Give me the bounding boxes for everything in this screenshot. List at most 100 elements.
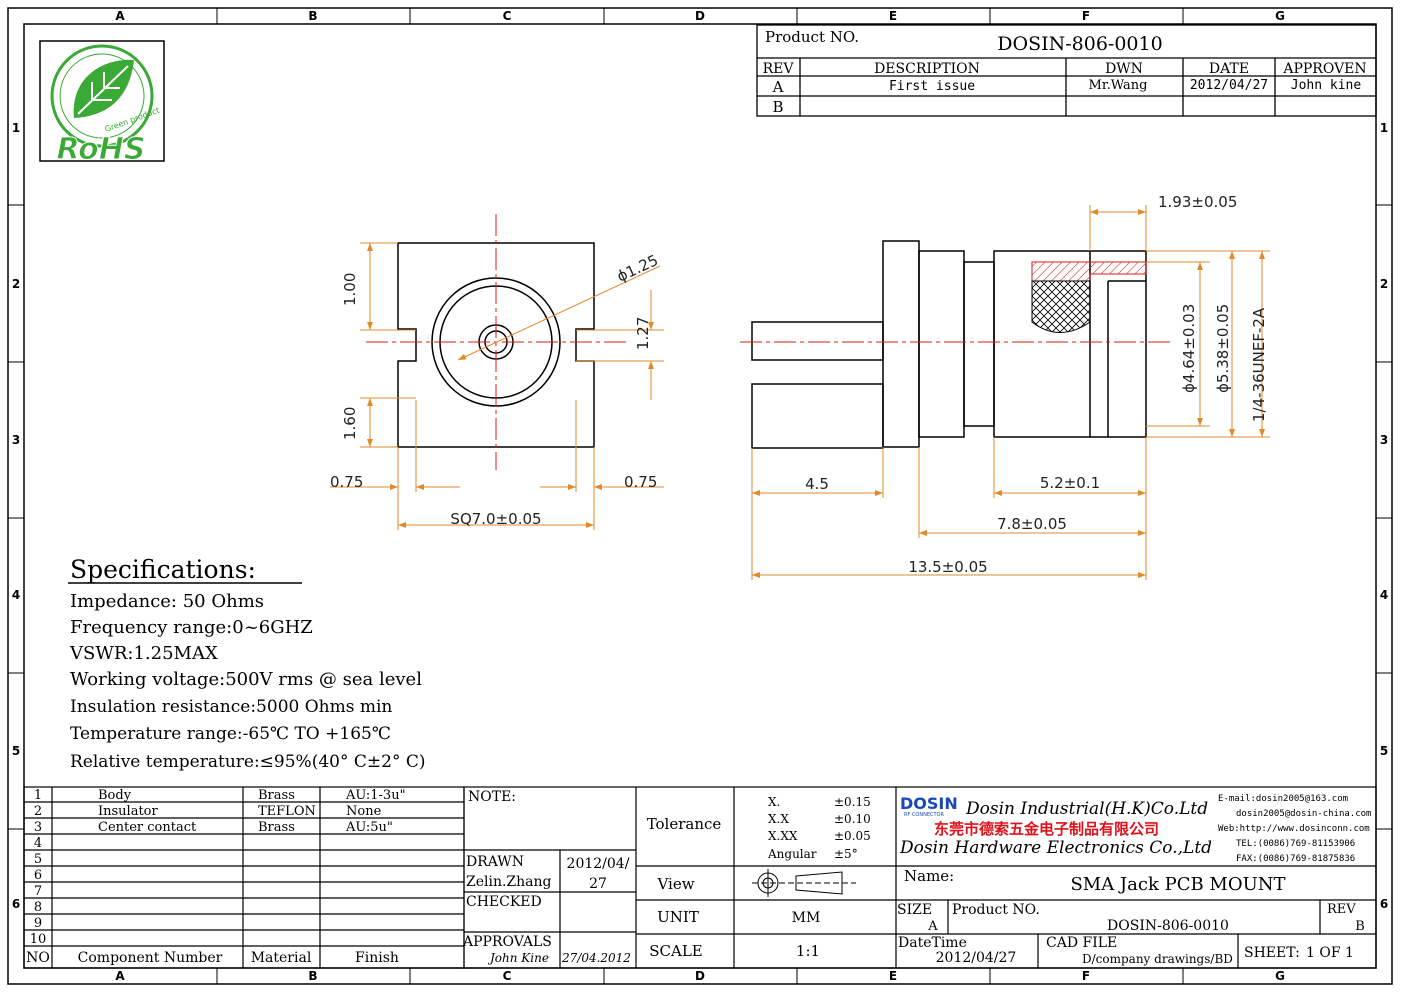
company-brand-sub: RF CONNECTOR [904, 812, 944, 818]
zone-col-c: C [503, 9, 512, 23]
rev-header-approven: APPROVEN [1282, 61, 1366, 77]
bom-header-finish: Finish [355, 950, 399, 966]
product-no-label: Product NO. [765, 28, 859, 46]
zone-col-e-bottom: E [889, 969, 897, 983]
tb-product-no: DOSIN-806-0010 [1107, 918, 1229, 934]
tol-fmt: X.X [768, 812, 789, 826]
datetime-label: DateTime [898, 935, 967, 951]
dim-1-93: 1.93±0.05 [1158, 193, 1237, 211]
rev-header-dwn: DWN [1105, 61, 1143, 77]
view-label: View [656, 875, 694, 893]
side-view: 1.93±0.05 ϕ4.64±0.03 ϕ5.38±0.05 1/4-36UN… [740, 193, 1270, 580]
bom-no: 8 [34, 900, 42, 915]
dim-1-00: 1.00 [341, 273, 359, 306]
company-en-2: Dosin Hardware Electronics Co.,Ltd [899, 838, 1212, 858]
dim-dia-5-38: ϕ5.38±0.05 [1214, 304, 1232, 393]
bom-no: 2 [34, 804, 42, 819]
rev-header-date: DATE [1209, 61, 1249, 77]
bom-no: 3 [34, 820, 42, 835]
zone-col-d: D [695, 9, 705, 23]
drawn-label: DRAWN [466, 854, 524, 870]
scale-label: SCALE [649, 942, 703, 960]
tb-rev-value: B [1355, 919, 1365, 934]
rev-a-date: 2012/04/27 [1190, 78, 1268, 93]
tb-rev-label: REV [1327, 902, 1356, 917]
bom-finish: None [346, 804, 382, 819]
spec-line: Insulation resistance:5000 Ohms min [70, 697, 392, 717]
spec-line: Impedance: 50 Ohms [70, 591, 264, 612]
unit-value: MM [792, 910, 821, 926]
tol-val: ±0.15 [834, 795, 871, 809]
checked-label: CHECKED [466, 894, 542, 910]
zone-row-5-right: 5 [1380, 744, 1388, 758]
approvals-date: 27/04.2012 [561, 951, 631, 965]
spec-line: Temperature range:-65℃ TO +165℃ [70, 724, 391, 744]
tol-fmt: X. [768, 795, 780, 809]
bom-table: 1 Body Brass AU:1-3u" 2 Insulator TEFLON… [23, 786, 465, 969]
bom-material: TEFLON [258, 804, 316, 819]
rohs-logo: Green product RoHS [39, 40, 165, 168]
bom-header-component: Component Number [78, 950, 223, 966]
company-brand: DOSIN [900, 794, 958, 813]
rev-header-description: DESCRIPTION [874, 61, 980, 77]
dim-0-75-right: 0.75 [624, 473, 657, 491]
contact-email-2: dosin2005@dosin-china.com [1236, 809, 1371, 819]
contact-fax: FAX:(0086)769-81875836 [1236, 854, 1355, 864]
drawn-date-2: 27 [589, 876, 607, 892]
dim-1-27: 1.27 [634, 317, 652, 350]
bom-no: 7 [34, 884, 42, 899]
dim-4-5: 4.5 [805, 475, 829, 493]
approvals-signature: John Kine [487, 951, 549, 965]
company-en-1: Dosin Industrial(H.K)Co.Ltd [965, 799, 1208, 819]
bom-no: 5 [34, 852, 42, 867]
size-label: SIZE [897, 902, 932, 918]
spec-title: Specifications: [70, 555, 256, 584]
tol-fmt: X.XX [768, 829, 798, 843]
tol-val: ±0.05 [834, 829, 871, 843]
drawn-date-1: 2012/04/ [567, 856, 630, 872]
cad-label: CAD FILE [1046, 935, 1117, 951]
cad-value: D/company drawings/BD [1082, 952, 1233, 966]
zone-col-d-bottom: D [695, 969, 705, 983]
zone-col-a: A [115, 9, 125, 23]
zone-col-a-bottom: A [115, 969, 125, 983]
product-no-value: DOSIN-806-0010 [997, 33, 1162, 55]
zone-col-g: G [1275, 9, 1285, 23]
bom-header-no: NO [26, 950, 50, 966]
projection-icon [752, 869, 856, 897]
zone-row-3: 3 [12, 433, 20, 447]
zone-col-b-bottom: B [308, 969, 317, 983]
bom-no: 4 [34, 836, 42, 851]
zone-row-1-right: 1 [1380, 121, 1388, 135]
name-value: SMA Jack PCB MOUNT [1070, 874, 1285, 895]
revision-block: Product NO. DOSIN-806-0010 REV DESCRIPTI… [756, 24, 1377, 117]
zone-col-b: B [308, 9, 317, 23]
dim-0-75-left: 0.75 [330, 473, 363, 491]
tol-val: ±0.10 [834, 812, 871, 826]
dim-5-2: 5.2±0.1 [1040, 474, 1100, 492]
rev-header-rev: REV [763, 61, 795, 77]
bom-component: Insulator [98, 804, 159, 819]
drawn-name: Zelin.Zhang [466, 874, 552, 890]
dim-1-60: 1.60 [341, 407, 359, 440]
rev-a-dwn: Mr.Wang [1089, 78, 1148, 93]
sheet-value: 1 OF 1 [1306, 945, 1354, 961]
dim-dia-4-64: ϕ4.64±0.03 [1180, 304, 1198, 393]
specifications: Specifications: Impedance: 50 Ohms Frequ… [68, 555, 426, 772]
zone-col-f: F [1082, 9, 1090, 23]
dim-thread: 1/4-36UNEF-2A [1250, 307, 1268, 422]
zone-col-g-bottom: G [1275, 969, 1285, 983]
dim-dia-1-25: ϕ1.25 [614, 251, 661, 286]
rev-a-approven: John kine [1291, 78, 1362, 93]
bom-no: 10 [30, 932, 47, 947]
bom-material: Brass [258, 788, 295, 803]
front-view: ϕ1.25 1.00 1.27 1.60 0.75 0.75 SQ7.0±0.0… [330, 214, 664, 530]
zone-row-3-right: 3 [1380, 433, 1388, 447]
bom-finish: AU:1-3u" [345, 788, 406, 803]
rev-b-rev: B [772, 98, 783, 116]
zone-row-6-right: 6 [1380, 897, 1388, 911]
spec-line: Frequency range:0~6GHZ [70, 617, 313, 638]
zone-col-f-bottom: F [1082, 969, 1090, 983]
bom-component: Center contact [98, 820, 197, 835]
dim-13-5: 13.5±0.05 [908, 558, 987, 576]
